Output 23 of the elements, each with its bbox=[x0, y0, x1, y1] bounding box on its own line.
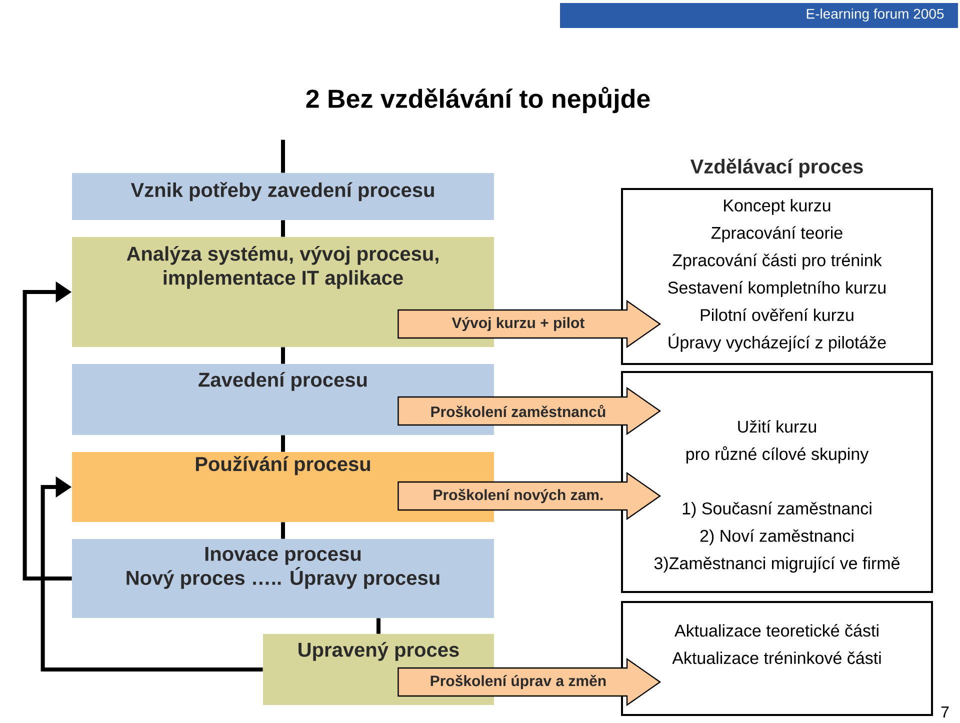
text-panel: Koncept kurzu Zpracování teorie Zpracování části pro trénink Sestavení kompletního kurzu Pilotní ověření kurzu Úpravy vycházející z pilotáže bbox=[621, 188, 934, 365]
node-label: Koncept kurzu bbox=[724, 199, 830, 215]
header-banner: E-learning forum 2005 bbox=[560, 3, 958, 28]
node-label: Zpracování části pro trénink bbox=[672, 254, 882, 270]
feedback-arrow bbox=[40, 476, 263, 672]
connector-line bbox=[281, 435, 285, 452]
node-label: Zpracování teorie bbox=[711, 226, 842, 242]
process-box: Inovace procesu Nový proces ….. Úpravy procesu bbox=[72, 539, 494, 618]
text-panel: Aktualizace teoretické části Aktualizace tréninkové části bbox=[621, 601, 934, 716]
connector-line bbox=[281, 220, 285, 237]
process-box: Vznik potřeby zavedení procesu bbox=[72, 173, 494, 220]
connector-line bbox=[376, 618, 380, 634]
slide-title: 2 Bez vzdělávání to nepůjde bbox=[306, 86, 650, 114]
panel-heading: Vzdělávací proces bbox=[690, 158, 863, 178]
text-panel: Užití kurzu pro různé cílové skupiny 1) Současní zaměstnanci 2) Noví zaměstnanci 3)Zaměstnanci migrující ve firmě bbox=[621, 371, 934, 593]
page-number: 7 bbox=[941, 706, 949, 718]
node-label: Sestavení kompletního kurzu bbox=[668, 281, 886, 298]
connector-line bbox=[281, 522, 285, 539]
connector-line bbox=[281, 140, 285, 173]
node-label: Úpravy vycházející z pilotáže bbox=[668, 334, 886, 352]
node-label: Pilotní ověření kurzu bbox=[700, 308, 854, 322]
connector-line bbox=[281, 347, 285, 364]
feedback-arrow bbox=[22, 281, 72, 580]
